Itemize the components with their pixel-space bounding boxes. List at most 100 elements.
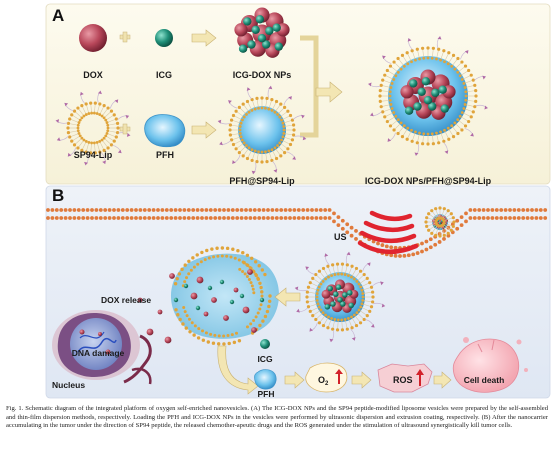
membrane-lipid — [204, 208, 209, 212]
lipid-head — [84, 113, 88, 116]
lipid-head — [220, 246, 225, 250]
icg-molecule — [262, 40, 271, 49]
membrane-lipid — [129, 216, 134, 220]
lipid-head — [106, 129, 110, 133]
pfh-label-b: PFH — [258, 389, 275, 399]
lipid-tail — [319, 314, 326, 323]
sp94-peptide — [84, 161, 89, 166]
membrane-lipid — [389, 253, 394, 258]
membrane-lipid — [200, 216, 204, 220]
lipid-tail — [230, 124, 241, 127]
lipid-tail — [428, 213, 437, 220]
lipid-tail — [381, 104, 392, 107]
lipid-head — [87, 141, 91, 144]
sp94-peptide — [79, 91, 84, 96]
membrane-lipid — [226, 216, 231, 220]
lipid-tail — [464, 85, 475, 88]
merge-bracket-arrow — [300, 35, 343, 138]
arrow-right-icon — [191, 121, 217, 139]
lipid-tail — [463, 108, 474, 113]
lipid-tail — [323, 316, 329, 326]
lipid-head — [331, 263, 335, 267]
membrane-lipid — [455, 218, 460, 223]
membrane-lipid — [200, 208, 204, 212]
lipid-head — [327, 315, 330, 319]
membrane-lipid — [230, 208, 235, 212]
lipid-head — [460, 128, 464, 132]
lipid-tail — [463, 79, 474, 84]
membrane-lipid — [323, 208, 328, 212]
cell-death-label: Cell death — [464, 375, 505, 385]
lipid-tail — [68, 123, 79, 126]
lipid-head — [66, 130, 71, 135]
ruptured-membrane-fragments — [173, 246, 272, 346]
lipid-head — [326, 264, 330, 268]
lipid-head — [354, 323, 359, 328]
icg-molecule — [207, 285, 213, 291]
sp94-peptide — [414, 152, 419, 156]
lipid-head — [231, 247, 235, 251]
membrane-lipid — [50, 216, 55, 220]
icg-molecule — [335, 284, 342, 291]
membrane-lipid — [173, 208, 178, 212]
membrane-lipid — [261, 208, 266, 212]
lipid-head — [206, 340, 211, 344]
icg-molecule — [438, 85, 447, 94]
lipid-head — [462, 107, 466, 110]
released-drug-particles — [137, 269, 265, 344]
membrane-lipid — [103, 216, 108, 220]
icg-molecule — [440, 104, 449, 113]
lipid-head — [292, 123, 296, 127]
lipid-head — [447, 137, 451, 141]
membrane-lipid — [94, 216, 99, 220]
membrane-lipid — [490, 208, 495, 212]
lipid-head — [82, 114, 86, 118]
lipid-head — [212, 255, 216, 259]
lipid-head — [192, 265, 196, 269]
membrane-lipid — [186, 216, 191, 220]
lipid-head — [431, 46, 435, 50]
lipid-head — [438, 206, 442, 210]
lipid-tail — [265, 151, 268, 162]
membrane-lipid — [261, 216, 266, 220]
dox-molecule — [233, 287, 239, 293]
lipid-head — [264, 150, 267, 154]
lipid-head — [390, 82, 394, 85]
lipid-head — [352, 277, 356, 281]
lipid-head — [443, 128, 446, 132]
lipid-head — [273, 110, 277, 114]
lipid-head — [90, 141, 94, 145]
dox-release-label: DOX release — [101, 295, 151, 305]
icg-molecule — [247, 40, 256, 49]
o2-label: O2 — [318, 375, 329, 387]
membrane-lipid — [525, 208, 530, 212]
membrane-lipid — [543, 208, 548, 212]
lipid-head — [209, 332, 213, 336]
lipid-head — [66, 126, 70, 130]
lipid-head — [268, 299, 272, 303]
lipid-head — [449, 212, 453, 216]
membrane-lipid — [252, 216, 257, 220]
lipid-head — [286, 147, 290, 151]
final-vesicle-label: ICG-DOX NPs/PFH@SP94-Lip — [365, 176, 492, 186]
icg-molecule — [404, 106, 414, 115]
lipid-head — [106, 126, 110, 130]
lipid-head — [451, 224, 455, 228]
lipid-tail — [307, 291, 318, 294]
lipid-tail — [94, 142, 96, 153]
membrane-lipid — [433, 242, 438, 247]
membrane-lipid — [424, 247, 429, 252]
lipid-tail — [380, 90, 391, 93]
sp94-peptide — [273, 169, 278, 173]
lipid-tail — [94, 103, 96, 114]
lipid-head — [189, 268, 193, 272]
membrane-lipid — [516, 216, 521, 220]
lipid-head — [316, 302, 320, 306]
membrane-lipid — [107, 208, 112, 212]
lipid-head — [458, 114, 462, 118]
lipid-head — [264, 106, 267, 110]
lipid-head — [282, 128, 286, 132]
lipid-head — [357, 282, 361, 286]
icg-molecule — [251, 25, 260, 34]
lipid-head — [250, 284, 254, 288]
